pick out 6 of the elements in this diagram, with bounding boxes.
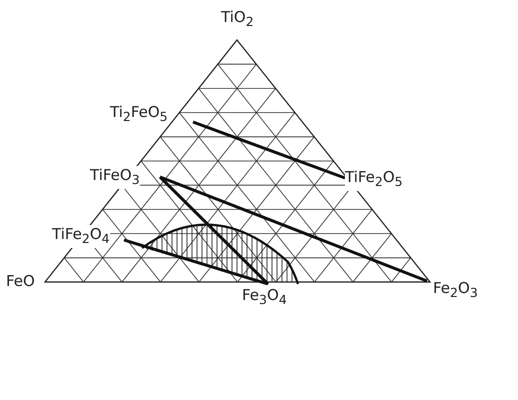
tie-line: [124, 238, 268, 286]
compound-label: TiFe$_{2}$O$_{5}$: [345, 168, 403, 191]
compound-label: TiFeO$_{3}$: [90, 166, 140, 189]
tie-line: [158, 176, 270, 286]
compound-label: TiFe$_{2}$O$_{4}$: [52, 225, 110, 248]
tie-line: [192, 120, 346, 180]
